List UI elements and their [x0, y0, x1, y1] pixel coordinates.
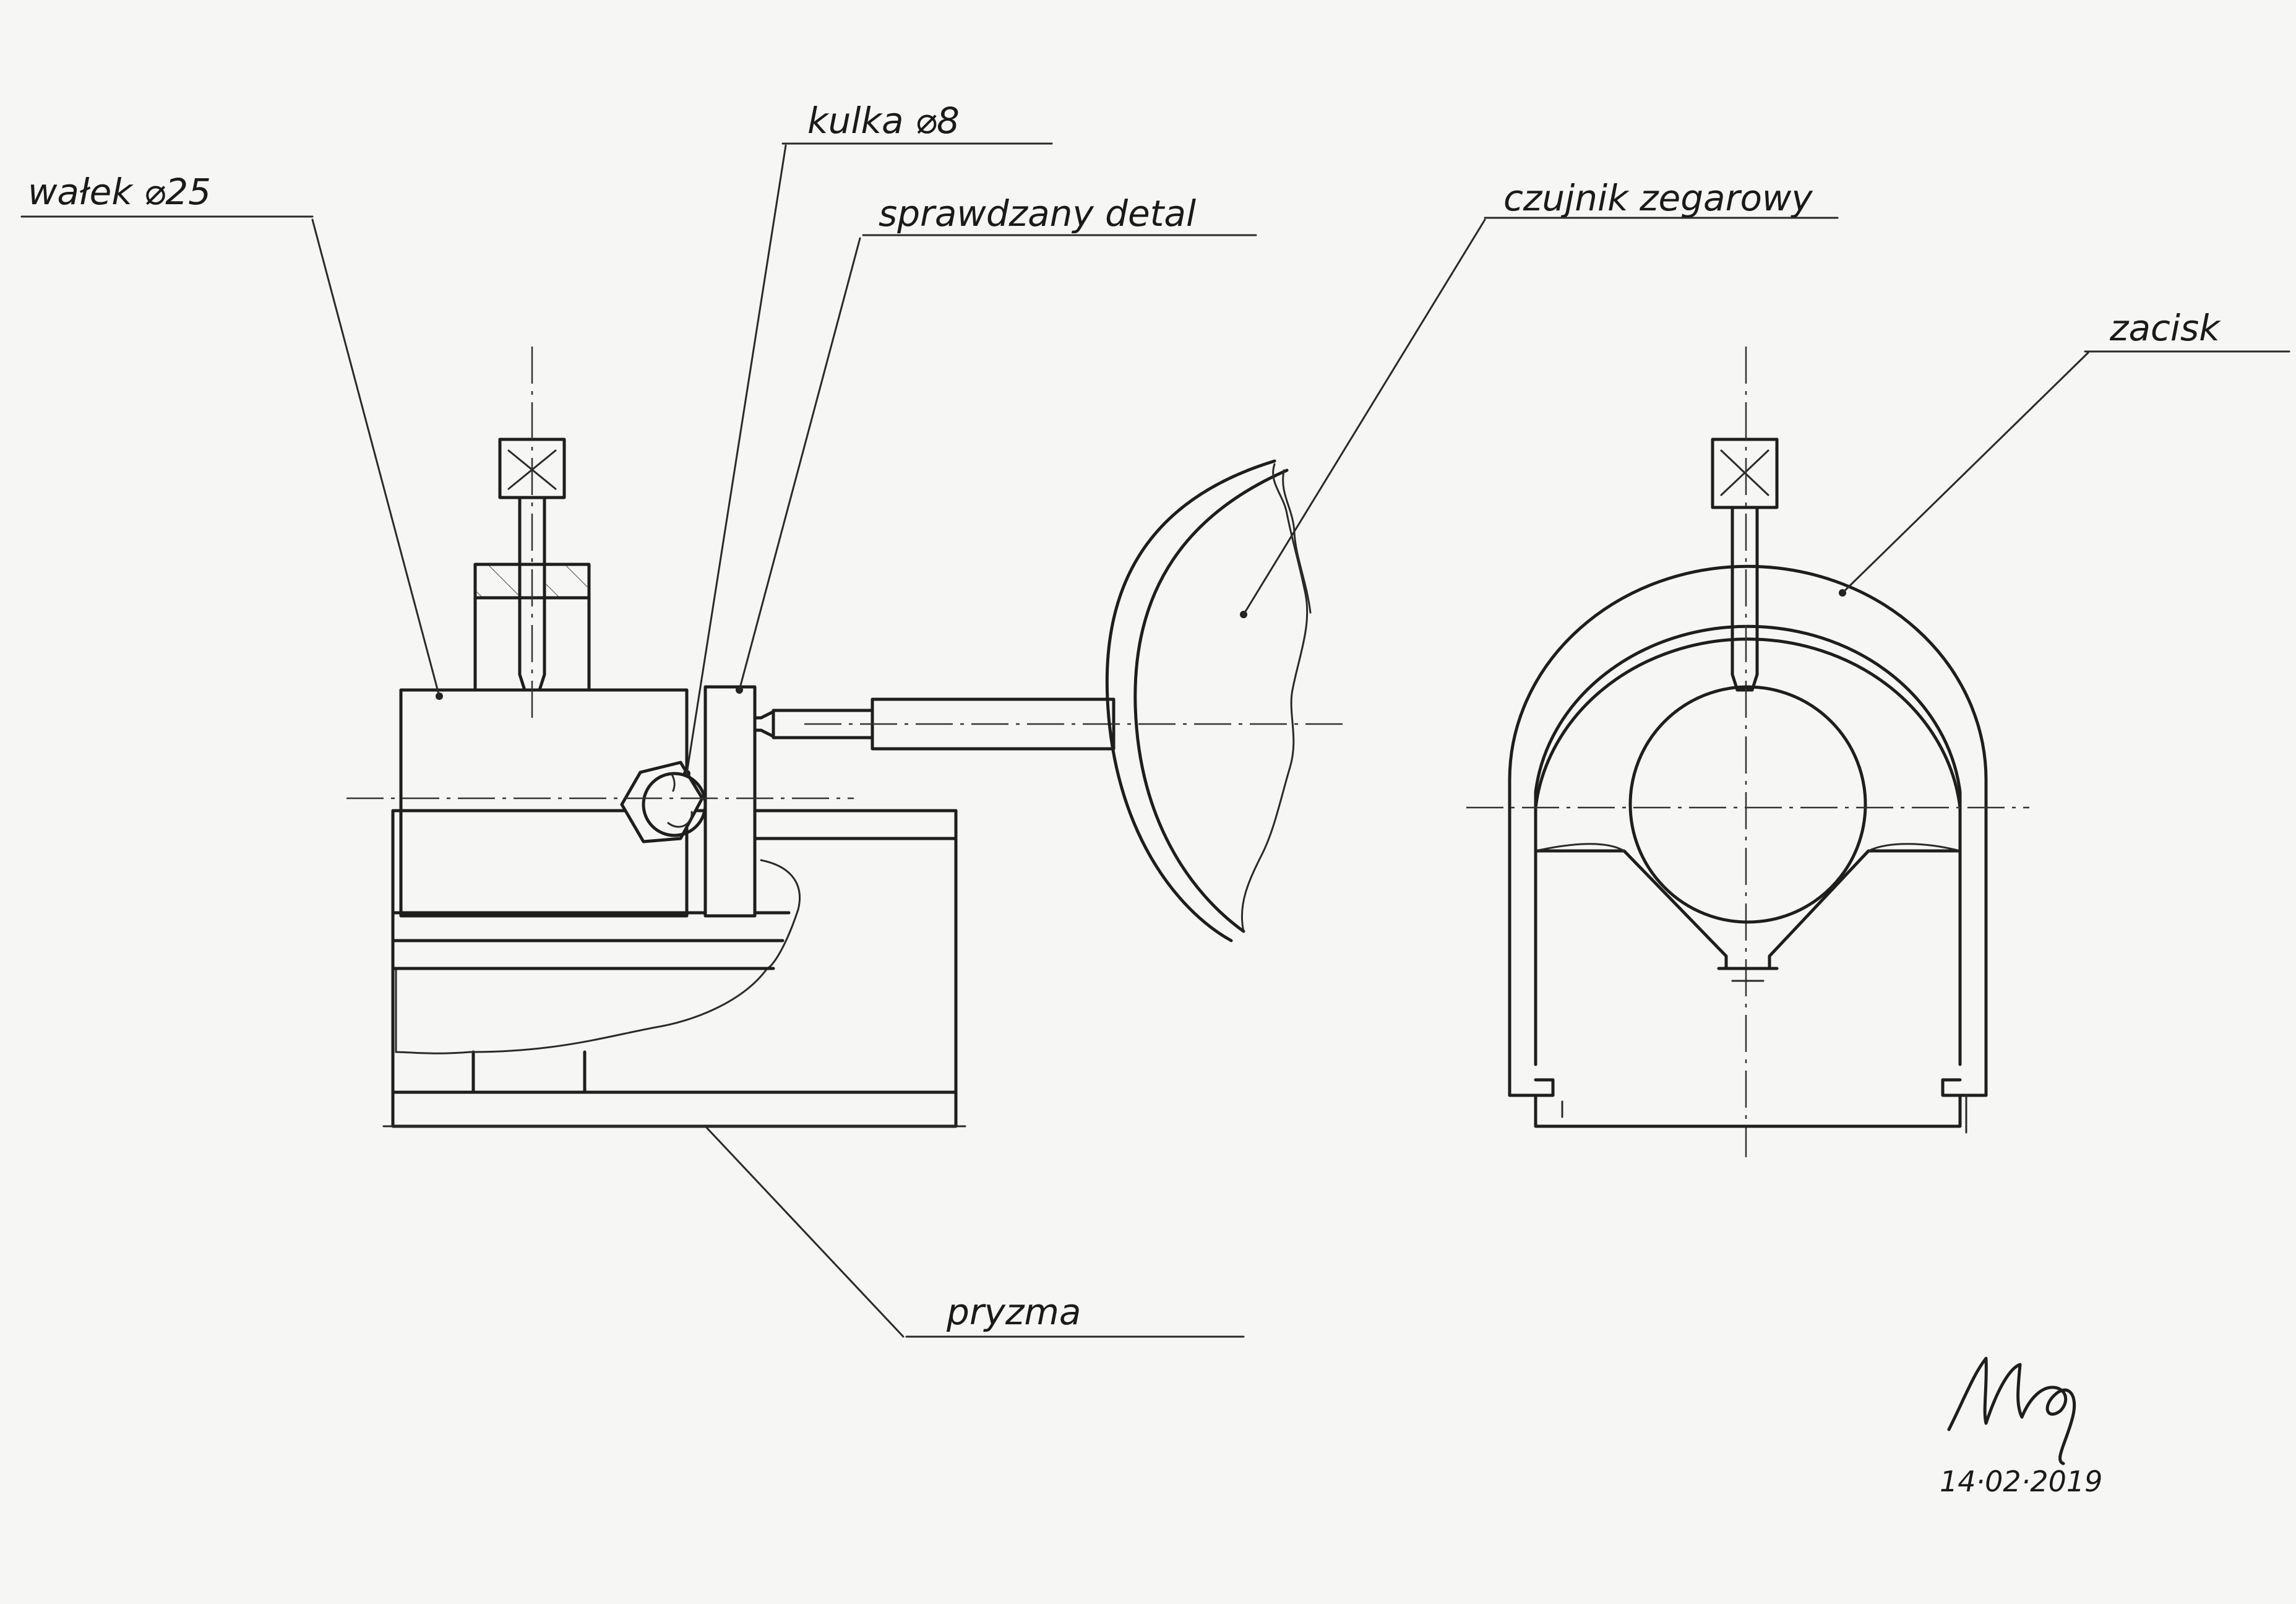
- label-kulka: kulka ⌀8: [807, 100, 960, 142]
- dial-indicator-stem: [753, 697, 1349, 751]
- clamp: [1508, 564, 1988, 1097]
- label-detal: sprawdzany detal: [879, 192, 1196, 235]
- ball: [620, 761, 707, 843]
- label-walek: wałek ⌀25: [28, 171, 211, 213]
- signature-date: 14·02·2019: [1940, 1465, 2102, 1498]
- label-pryzma: pryzma: [946, 1291, 1081, 1333]
- prism-base: [382, 809, 966, 1128]
- tested-part: [703, 685, 757, 918]
- clamp-screw-left: [473, 347, 591, 718]
- dial-indicator-body: [1105, 459, 1312, 942]
- signature: 14·02·2019: [1940, 1356, 2102, 1498]
- clamp-screw-right: [1711, 347, 1779, 1157]
- shaft-circle: [1466, 685, 2029, 924]
- label-zacisk: zacisk: [2109, 307, 2221, 349]
- section-view: [346, 347, 1349, 1128]
- label-czujnik: czujnik zegarowy: [1503, 177, 1813, 219]
- prism-v-block: [1534, 843, 1967, 1134]
- front-view: [1466, 347, 2029, 1157]
- annotations: wałek ⌀25 kulka ⌀8 sprawdzany detal czuj…: [20, 100, 2290, 1338]
